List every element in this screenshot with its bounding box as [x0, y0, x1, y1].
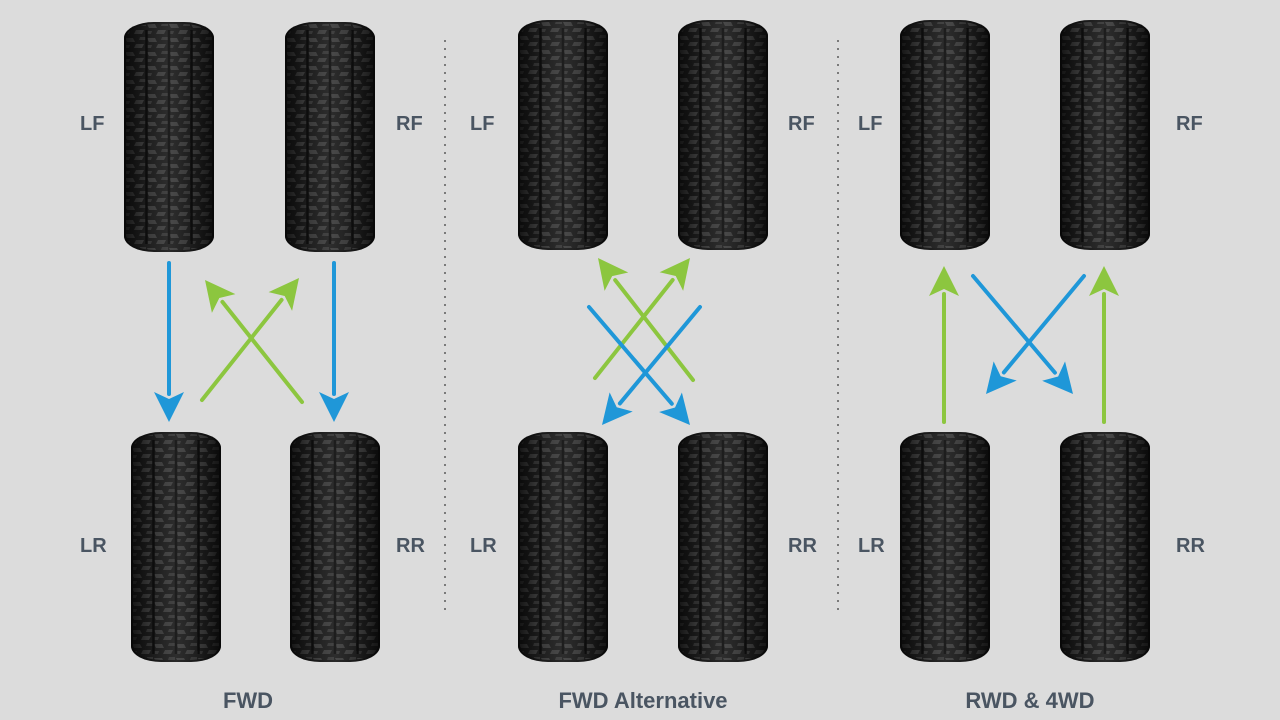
- arrow-rf-to-rr: [319, 263, 349, 422]
- tire-rr: [290, 432, 380, 662]
- panel-fwd-alternative: LF RF LR RR FWD Alternative: [470, 20, 817, 713]
- label-lf: LF: [858, 113, 882, 135]
- tire-icon: [131, 432, 221, 662]
- tire-icon: [678, 20, 768, 250]
- tire-lr: [518, 432, 608, 662]
- tire-lf: [518, 20, 608, 250]
- tire-icon: [678, 432, 768, 662]
- label-lf: LF: [80, 113, 104, 135]
- label-lr: LR: [80, 535, 107, 557]
- tire-icon: [900, 432, 990, 662]
- arrow-lf-to-rr: [973, 276, 1073, 394]
- tire-icon: [1060, 432, 1150, 662]
- label-rf: RF: [1176, 113, 1203, 135]
- arrow-rr-to-rf: [1089, 266, 1119, 422]
- tire-lf: [900, 20, 990, 250]
- panel-fwd: LF RF LR RR FWD: [80, 22, 425, 713]
- arrow-lf-to-lr: [154, 263, 184, 422]
- tire-icon: [124, 22, 214, 252]
- panel-title-rwd-4wd: RWD & 4WD: [965, 688, 1094, 713]
- tire-icon: [285, 22, 375, 252]
- panel-title-fwd: FWD: [223, 688, 273, 713]
- panel-title-fwd-alternative: FWD Alternative: [558, 688, 727, 713]
- arrow-rf-to-lr: [986, 276, 1084, 394]
- tire-icon: [518, 432, 608, 662]
- tire-lr: [131, 432, 221, 662]
- label-rr: RR: [1176, 535, 1205, 557]
- tire-rr: [678, 432, 768, 662]
- tire-rr: [1060, 432, 1150, 662]
- panel-rwd-4wd: LF RF LR RR RWD & 4WD: [858, 20, 1205, 713]
- label-rf: RF: [396, 113, 423, 135]
- tire-rf: [285, 22, 375, 252]
- tire-lf: [124, 22, 214, 252]
- arrow-lr-to-lf: [929, 266, 959, 422]
- label-lr: LR: [470, 535, 497, 557]
- label-rr: RR: [788, 535, 817, 557]
- tire-icon: [290, 432, 380, 662]
- label-rf: RF: [788, 113, 815, 135]
- label-lr: LR: [858, 535, 885, 557]
- tire-rf: [1060, 20, 1150, 250]
- tire-icon: [518, 20, 608, 250]
- label-lf: LF: [470, 113, 494, 135]
- tire-rf: [678, 20, 768, 250]
- tire-icon: [900, 20, 990, 250]
- tire-icon: [1060, 20, 1150, 250]
- tire-lr: [900, 432, 990, 662]
- label-rr: RR: [396, 535, 425, 557]
